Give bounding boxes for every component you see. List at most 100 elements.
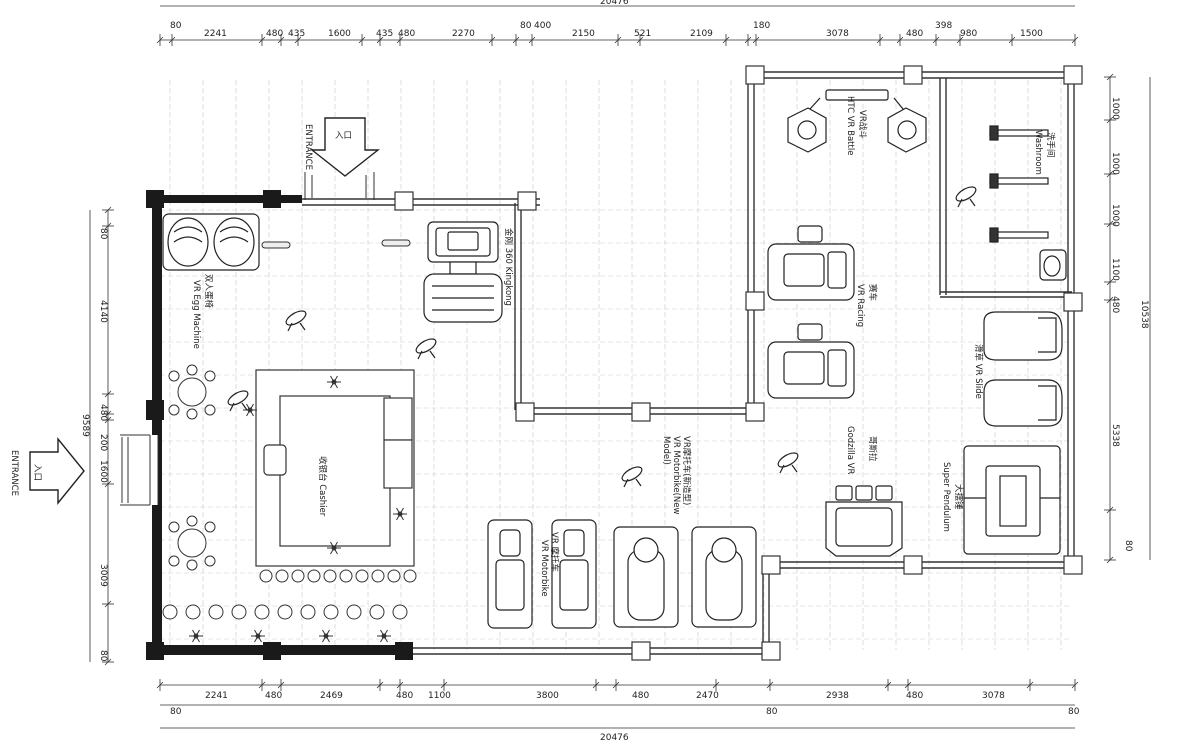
dim-bottom-3: 2469 [320, 691, 343, 701]
plants [189, 375, 407, 643]
entrance-top-en: ENTRANCE [303, 124, 313, 170]
stool-icon [346, 604, 362, 620]
stool-icon [291, 569, 305, 583]
dim-right-1: 1000 [1110, 97, 1120, 120]
dim-left-total: 9589 [80, 414, 90, 437]
plant-icon [251, 629, 265, 643]
vr-egg-machine-icon [162, 213, 260, 271]
racing-en: VR Racing [855, 284, 865, 327]
dim-top-13: 2109 [690, 29, 713, 39]
entrance-arrow-top-icon [309, 117, 381, 177]
egg-machine-en: VR Egg Machine [191, 280, 201, 349]
dim-right-7: 80 [1123, 540, 1133, 552]
cashier-counter-icon [255, 369, 415, 567]
dimension-ticks [102, 34, 1116, 691]
entrance-arrow-left-icon [29, 437, 85, 505]
dim-top-5: 1600 [328, 29, 351, 39]
vr-motorbike-new-model-icon [613, 526, 757, 628]
stool-icon [307, 569, 321, 583]
round-table-icon [168, 515, 216, 571]
stool-icon [323, 604, 339, 620]
dim-left-5: 1600 [98, 460, 108, 483]
plant-icon [319, 629, 333, 643]
walls [120, 65, 1083, 661]
people [227, 186, 977, 488]
vr-racing-icon [767, 323, 855, 399]
stool-icon [231, 604, 247, 620]
stool-row [162, 604, 408, 620]
dim-bottom-small-1: 80 [170, 707, 182, 717]
godzilla-vr-icon [825, 485, 903, 557]
plant-icon [243, 403, 257, 417]
dim-top-14: 180 [753, 21, 770, 31]
stool-icon [369, 604, 385, 620]
plant-icon [189, 629, 203, 643]
plant-icon [393, 507, 407, 521]
entrance-left-en: ENTRANCE [9, 450, 19, 496]
dim-top-19: 1500 [1020, 29, 1043, 39]
vr-motorbike-icon [487, 519, 597, 629]
cashier-label: 收银台 Cashier [317, 456, 328, 517]
dim-top-16: 480 [906, 29, 923, 39]
dim-bottom-small-2: 80 [766, 707, 778, 717]
stool-icon [208, 604, 224, 620]
dim-top-8: 2270 [452, 29, 475, 39]
dim-bottom-6: 3800 [536, 691, 559, 701]
dim-bottom-8: 2470 [696, 691, 719, 701]
dim-bottom-1: 2241 [205, 691, 228, 701]
pendulum-cn: 大摆锤 [953, 484, 964, 510]
stool-icon [355, 569, 369, 583]
stool-icon [275, 569, 289, 583]
stool-icon [259, 569, 273, 583]
stool-icon [371, 569, 385, 583]
person-icon [415, 338, 437, 360]
stool-icon [387, 569, 401, 583]
dim-top-2: 2241 [204, 29, 227, 39]
person-icon [285, 310, 307, 332]
battle-cn: VR战斗 [857, 110, 868, 139]
dim-top-11: 2150 [572, 29, 595, 39]
entrance-left-cn: 入口 [32, 464, 42, 481]
dim-left-2: 4140 [98, 300, 108, 323]
vr-battle-icon [787, 89, 927, 153]
stool-icon [300, 604, 316, 620]
moto-new-line3: Model) [661, 436, 671, 465]
dim-bottom-2: 480 [265, 691, 282, 701]
dim-right-3: 1000 [1110, 204, 1120, 227]
godzilla-en: Godzilla VR [845, 426, 855, 474]
dim-top-3: 480 [266, 29, 283, 39]
egg-machine-cn: 双人蛋椅 [203, 274, 214, 309]
dim-right-6: 5338 [1110, 424, 1120, 447]
dim-left-4: 200 [98, 434, 108, 451]
dim-top-9: 80 [520, 21, 532, 31]
person-icon [227, 390, 249, 412]
stool-icon [323, 569, 337, 583]
stool-icon [185, 604, 201, 620]
bench-icon [381, 239, 411, 247]
stool-icon [392, 604, 408, 620]
stool-icon [254, 604, 270, 620]
stool-icon [277, 604, 293, 620]
kingkong-label: 金刚 360 Kingkong [503, 228, 514, 306]
dim-bottom-7: 480 [632, 691, 649, 701]
dim-top-6: 435 [376, 29, 393, 39]
person-icon [955, 186, 977, 208]
vr-racing-icon [767, 225, 855, 301]
bench-icon [261, 241, 291, 249]
stool-row [259, 569, 417, 583]
dim-bottom-5: 1100 [428, 691, 451, 701]
moto-cn: VR 摩托车 [549, 532, 560, 572]
round-table-icon [168, 364, 216, 420]
dim-top-10: 400 [534, 21, 551, 31]
dim-left-3: 480 [98, 404, 108, 421]
plant-icon [327, 541, 341, 555]
dim-top-7: 480 [398, 29, 415, 39]
dim-bottom-11: 3078 [982, 691, 1005, 701]
moto-en: VR Motorbike [539, 540, 549, 597]
stool-icon [403, 569, 417, 583]
dim-top-17: 398 [935, 21, 952, 31]
dim-top-15: 3078 [826, 29, 849, 39]
dim-bottom-10: 480 [906, 691, 923, 701]
